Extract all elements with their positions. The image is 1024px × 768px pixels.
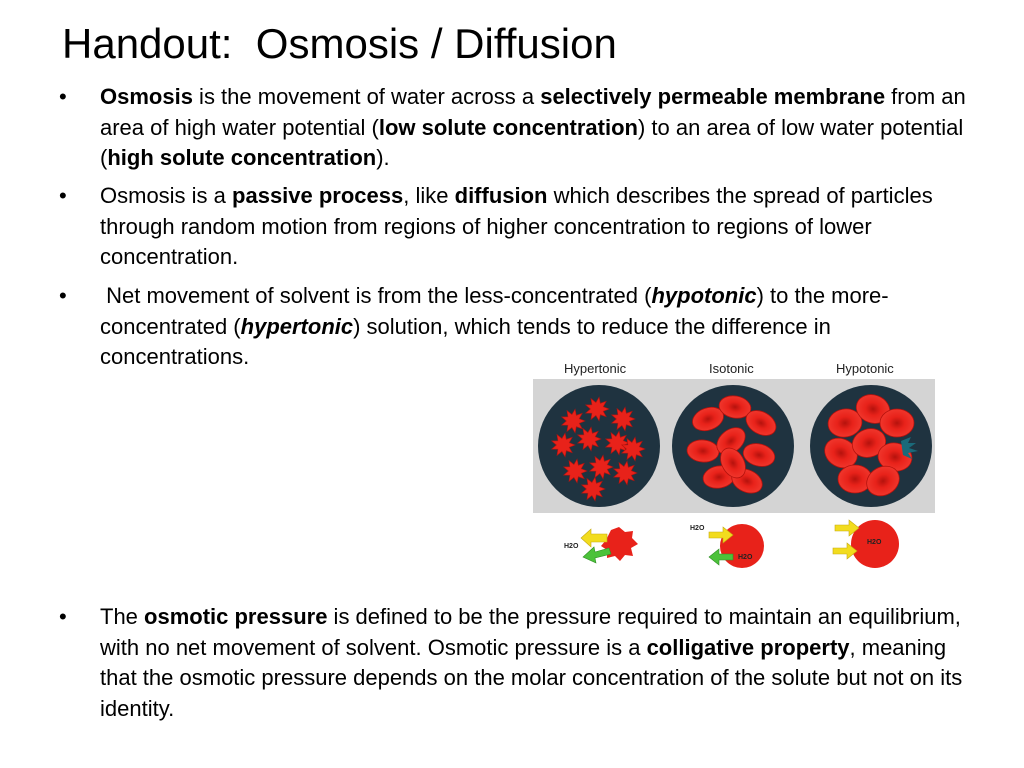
swollen-cell [827,408,863,438]
swollen-cell [824,437,858,469]
bullet-text: Osmosis is a passive process, like diffu… [100,183,939,269]
text-run: from an area of high water potential ( [100,84,972,140]
swollen-cell [851,428,887,458]
red-blood-cell [718,395,752,419]
water-flow-diagrams: H2O H2O H2O H2O [564,519,899,568]
red-blood-cell [720,447,746,479]
burst-cell-fragment [901,437,918,459]
text-run: is the movement of water across a [192,84,541,109]
crenated-cell [560,408,586,434]
swollen-cell-icon [851,520,899,568]
bullet-net-movement: • Net movement of solvent is from the le… [59,281,985,373]
text-run: ) to an area of low water potential ( [100,114,970,171]
bold-term: hypertonic [240,313,354,339]
red-blood-cell [742,443,776,467]
text-run: , meaning that the osmotic pressure depe… [100,634,969,721]
label-hypertonic: Hypertonic [564,361,627,376]
bold-term: low solute concentration [378,114,638,140]
bold-term: osmotic pressure [144,604,328,629]
swollen-cell [837,464,873,494]
bullet-osmotic-pressure: • The osmotic pressure is defined to be … [59,602,985,724]
swollen-cell [879,408,915,438]
crenated-cell [588,454,614,480]
water-arrow-in-icon [834,519,860,537]
bullet-passive-process: • Osmosis is a passive process, like dif… [59,181,985,273]
text-run: ) solution, which tends to reduce the di… [100,313,838,370]
bold-term: high solute concentration [107,145,377,170]
bold-term: selectively permeable membrane [540,84,886,109]
crenated-cell [612,460,638,486]
bullet-marker: • [59,604,67,629]
shrunken-cell-icon [601,527,638,561]
text-run: ) to the more-concentrated ( [100,283,889,339]
cell-dishes-svg [538,385,932,507]
crenated-cell [580,476,606,502]
crenated-cell [584,396,610,422]
bullet-osmosis-definition: • Osmosis is the movement of water acros… [59,82,985,174]
shrunken-cells [550,396,646,502]
bullet-text: The osmotic pressure is defined to be th… [100,604,968,721]
text-run: The [100,604,145,629]
bullet-text: Net movement of solvent is from the less… [100,283,889,369]
label-hypotonic: Hypotonic [836,361,894,376]
text-run: , like [403,183,455,208]
h2o-label: H2O [690,525,705,532]
water-arrow-in-icon [708,526,734,544]
bold-term: passive process [232,183,404,208]
page-title: Handout: Osmosis / Diffusion [62,20,617,67]
text-run: ). [376,145,390,170]
text-run: Osmosis is a [100,183,233,208]
crenated-cell [620,436,646,462]
swollen-cell [866,465,900,497]
bullet-marker: • [59,283,67,308]
h2o-label: H2O [738,554,753,561]
swollen-cells [824,394,915,497]
water-arrow-in-icon [832,542,858,560]
cell-dish-panel [533,379,935,513]
bold-term: hypotonic [651,283,757,308]
water-arrow-icon [580,528,608,548]
h2o-label: H2O [564,543,579,550]
text-run: which describes the spread of particles … [100,183,939,269]
water-arrow-out-icon [582,546,612,564]
crenated-cell [576,426,602,452]
red-blood-cell [745,410,777,436]
text-run: is defined to be the pressure required t… [100,604,968,660]
crenated-cell [604,430,630,456]
text-run: Net movement of solvent is from the less… [100,283,652,308]
crenated-cell [610,406,636,432]
bullet-marker: • [59,84,67,109]
bold-term: colligative property [646,634,850,660]
h2o-label: H2O [867,539,882,546]
tonicity-figure: Hypertonic Isotonic Hypotonic H2O [533,358,938,573]
crenated-cell [562,458,588,484]
bullet-text: Osmosis is the movement of water across … [100,84,972,170]
water-arrow-out-icon [708,548,734,566]
red-blood-cell [716,427,746,455]
bullet-marker: • [59,183,67,208]
red-blood-cell [686,439,720,463]
bold-term: diffusion [454,183,548,208]
crenated-cell [550,432,576,458]
normal-cells [686,395,777,494]
label-isotonic: Isotonic [709,361,754,376]
bold-term: Osmosis [100,84,193,109]
